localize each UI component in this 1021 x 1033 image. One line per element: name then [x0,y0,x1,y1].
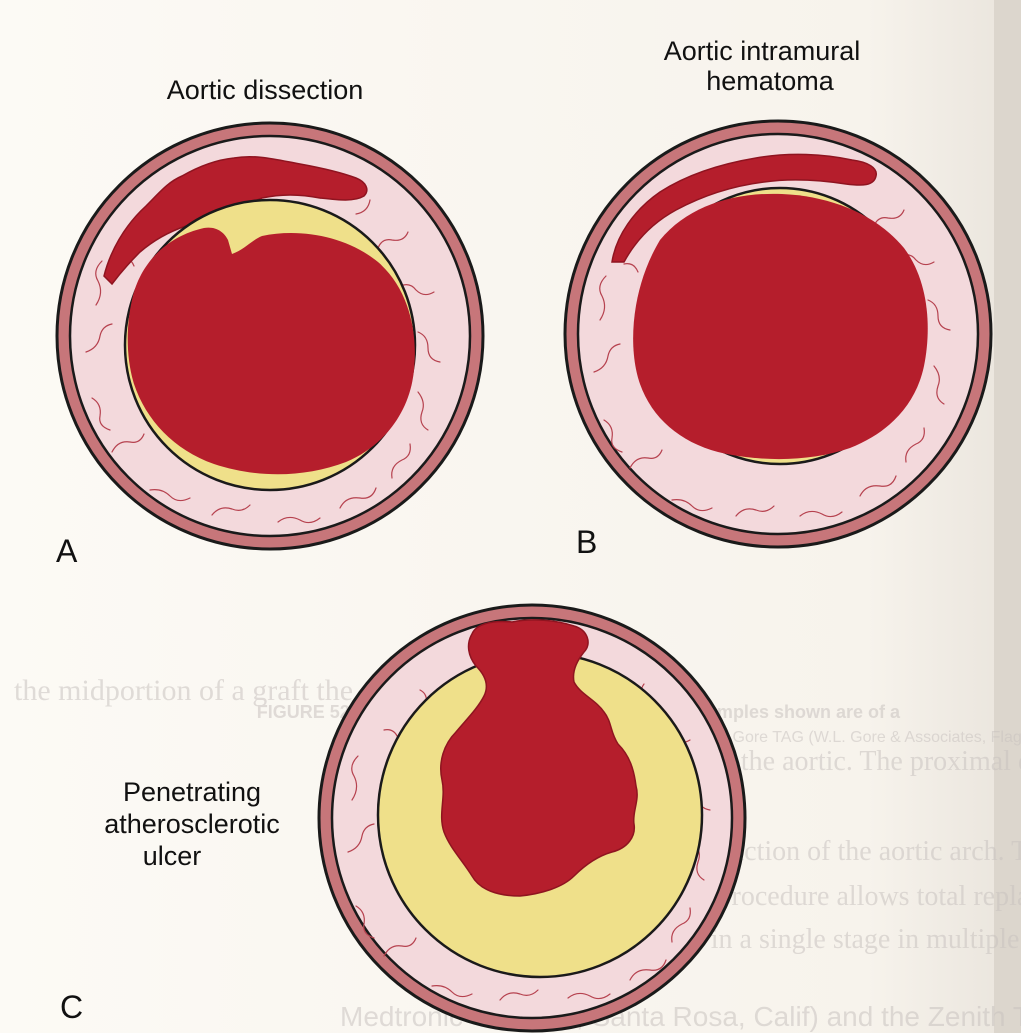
panel-c-letter: C [60,989,83,1025]
panel-c-title-line-2: atherosclerotic [104,809,280,839]
panel-b-title-line-1: Aortic intramural [664,36,861,66]
panel-b-lumen [633,194,928,459]
right-edge-shadow [994,0,1021,1033]
panel-c-title-line-1: Penetrating [123,777,261,807]
panel-a-letter: A [56,533,78,569]
panel-a-title: Aortic dissection [167,75,364,105]
panel-a-true-lumen [128,228,415,475]
panel-c-title-line-3: ulcer [143,841,202,871]
panel-b-title-line-2: hematoma [706,66,835,96]
panel-b-letter: B [576,524,597,560]
